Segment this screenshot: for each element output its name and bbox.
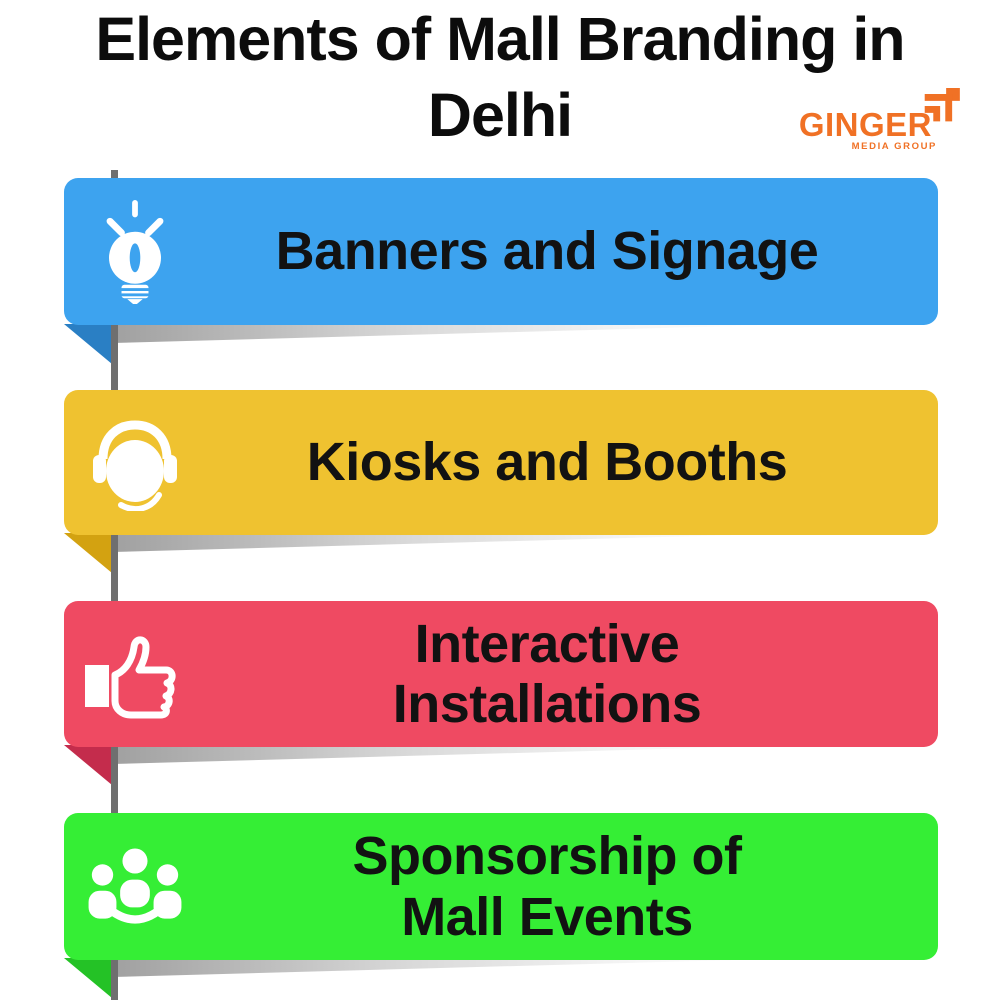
ribbon-shadow [112,534,772,552]
ginger-media-group-logo: GINGER MEDIA GROUP [792,88,964,156]
lightbulb-icon [80,199,190,304]
banner-label: Sponsorship of Mall Events [352,826,742,947]
banner-banners-and-signage: Banners and Signage [64,178,938,325]
ribbon-fold-yellow [64,533,112,573]
banner-label: Interactive Installations [392,613,702,734]
thumbs-up-icon [80,629,190,719]
banner-interactive-installations: Interactive Installations [64,601,938,747]
logo-name: GINGER [798,106,932,143]
banner-kiosks-and-booths: Kiosks and Booths [64,390,938,535]
ribbon-shadow [112,746,772,764]
banner-label: Banners and Signage [275,221,819,282]
ribbon-shadow [112,325,772,343]
ribbon-shadow [112,959,772,977]
vertical-rod [111,170,118,1000]
ribbon-fold-red [64,745,112,785]
ribbon-fold-blue [64,324,112,364]
banner-label: Kiosks and Booths [306,432,788,493]
headset-icon [80,415,190,511]
page-title: Elements of Mall Branding in Delhi [0,2,1000,153]
banner-sponsorship-of-mall-events: Sponsorship of Mall Events [64,813,938,960]
people-group-icon [80,841,190,933]
page-title-line-2: Delhi [427,80,573,149]
ribbon-fold-green [64,958,112,998]
logo-subtitle: MEDIA GROUP [851,141,937,152]
page-title-line-1: Elements of Mall Branding in [95,5,905,73]
logo-corner-squares-icon [924,88,960,122]
